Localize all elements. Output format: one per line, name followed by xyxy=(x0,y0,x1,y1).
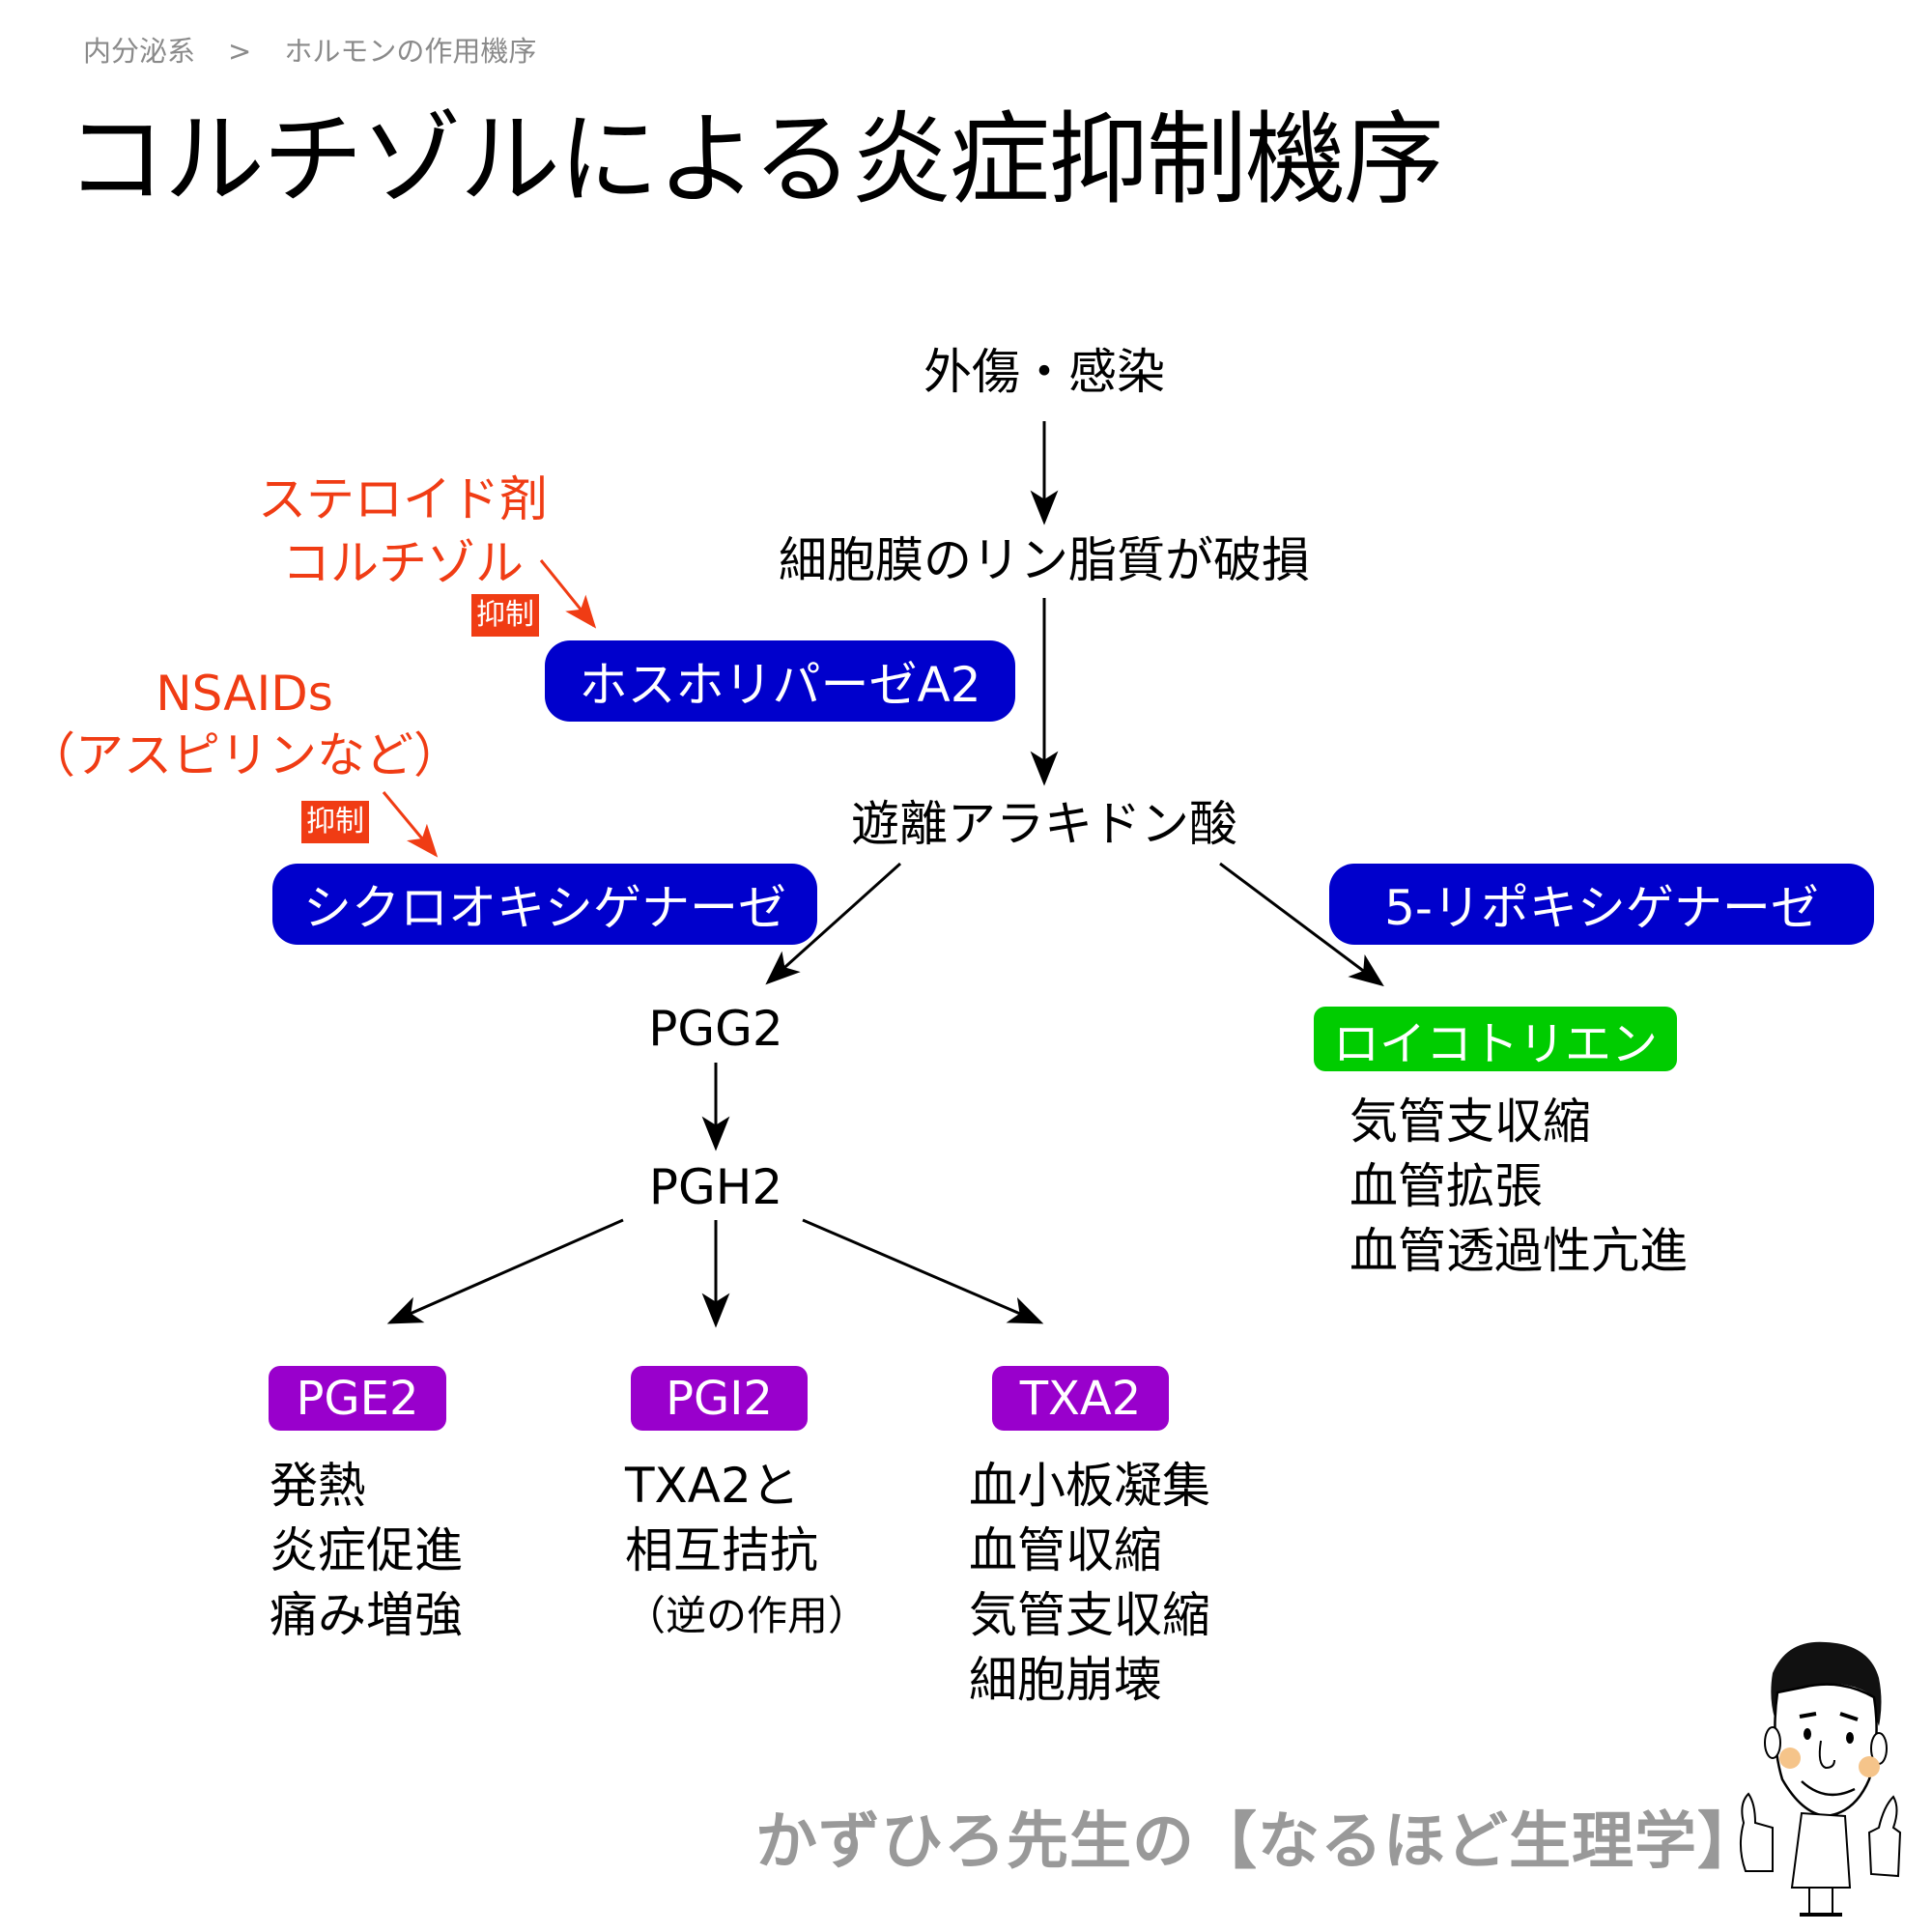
txa2-effects-list: 血小板凝集 血管収縮 気管支収縮 細胞崩壊 xyxy=(969,1454,1210,1713)
node-membrane-damage: 細胞膜のリン脂質が破損 xyxy=(779,532,1310,588)
breadcrumb-current: ホルモンの作用機序 xyxy=(284,35,537,68)
node-trauma-infection: 外傷・感染 xyxy=(923,344,1165,400)
effect-item-note: （逆の作用） xyxy=(625,1592,869,1639)
effect-item: 相互拮抗 xyxy=(625,1522,818,1578)
inhibit-badge-nsaids: 抑制 xyxy=(301,801,369,843)
arrow-pgh2-to-pge2 xyxy=(386,1218,624,1324)
product-label: PGI2 xyxy=(666,1371,773,1426)
effect-item: 細胞崩壊 xyxy=(969,1652,1162,1708)
pge2-effects-list: 発熱 炎症促進 痛み増強 xyxy=(270,1454,463,1648)
enzyme-label: シクロオキシゲナーゼ xyxy=(303,880,786,936)
product-pge2-badge: PGE2 xyxy=(269,1366,446,1431)
inhibitor-steroid-label: ステロイド剤 xyxy=(258,471,548,527)
product-txa2-badge: TXA2 xyxy=(992,1366,1169,1431)
enzyme-cyclooxygenase: シクロオキシゲナーゼ xyxy=(272,864,817,945)
node-arachidonic-acid: 遊離アラキドン酸 xyxy=(851,796,1237,852)
arrow-pgh2-to-txa2 xyxy=(802,1218,1044,1324)
effect-item: 気管支収縮 xyxy=(969,1587,1210,1643)
leukotriene-effects-list: 気管支収縮 血管拡張 血管透過性亢進 xyxy=(1350,1090,1688,1284)
inhibitor-cortisol-label: コルチゾル xyxy=(282,535,524,591)
footer-credit: かずひろ先生の【なるほど生理学】 xyxy=(755,1806,1760,1878)
enzyme-label: ホスホリパーゼA2 xyxy=(579,657,981,713)
breadcrumb: 内分泌系 > ホルモンの作用機序 xyxy=(83,29,536,70)
arrow-nsaids-inhibit xyxy=(382,791,439,858)
page-title: コルチゾルによる炎症抑制機序 xyxy=(66,100,1444,218)
inhibitor-nsaids-label: NSAIDs xyxy=(156,666,333,722)
breadcrumb-separator: > xyxy=(228,35,252,68)
effect-item: TXA2と xyxy=(625,1458,800,1514)
effect-item: 炎症促進 xyxy=(270,1522,463,1578)
effect-item: 血管収縮 xyxy=(969,1522,1162,1578)
inhibit-badge-steroid: 抑制 xyxy=(471,594,539,637)
product-label: ロイコトリエン xyxy=(1332,1016,1658,1071)
enzyme-5-lipoxygenase: 5-リポキシゲナーゼ xyxy=(1329,864,1874,945)
effect-item: 発熱 xyxy=(270,1458,366,1514)
effect-item: 血小板凝集 xyxy=(969,1458,1210,1514)
pgi2-effects-list: TXA2と 相互拮抗 （逆の作用） xyxy=(625,1454,868,1648)
effect-item: 痛み増強 xyxy=(270,1587,463,1643)
inhibitor-aspirin-label: （アスピリンなど） xyxy=(27,727,462,783)
node-pgh2: PGH2 xyxy=(648,1159,783,1215)
enzyme-label: 5-リポキシゲナーゼ xyxy=(1384,880,1819,936)
effect-item: 血管透過性亢進 xyxy=(1350,1223,1688,1279)
mascot-doctor-icon xyxy=(1740,1641,1902,1917)
breadcrumb-parent[interactable]: 内分泌系 xyxy=(83,35,196,68)
effect-item: 気管支収縮 xyxy=(1350,1094,1591,1150)
product-label: TXA2 xyxy=(1019,1371,1142,1426)
product-label: PGE2 xyxy=(296,1371,419,1426)
enzyme-phospholipase-a2: ホスホリパーゼA2 xyxy=(545,640,1015,722)
node-pgg2: PGG2 xyxy=(648,1001,783,1057)
effect-item: 血管拡張 xyxy=(1350,1158,1543,1214)
product-leukotriene-badge: ロイコトリエン xyxy=(1314,1007,1677,1071)
product-pgi2-badge: PGI2 xyxy=(631,1366,808,1431)
arrow-steroid-inhibit xyxy=(539,559,597,629)
